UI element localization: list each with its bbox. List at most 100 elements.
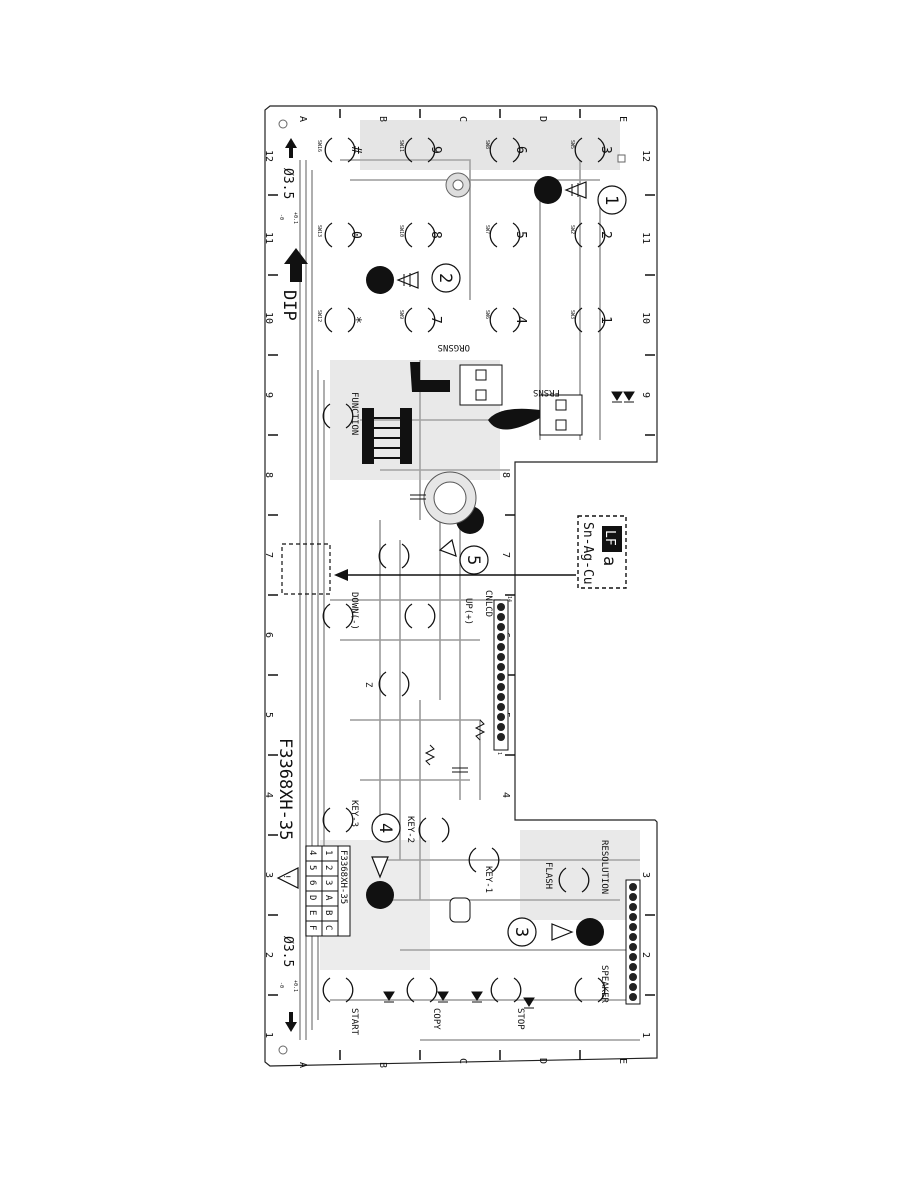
warning-icon: ! <box>276 867 299 889</box>
key-2: 2 SW2 <box>569 222 613 248</box>
svg-text:4: 4 <box>500 792 511 798</box>
svg-text:9: 9 <box>640 392 651 398</box>
stop-label: STOP <box>515 1008 525 1030</box>
svg-text:E: E <box>617 1058 628 1064</box>
svg-text:8: 8 <box>263 472 274 478</box>
svg-text:ORGSNS: ORGSNS <box>437 342 470 352</box>
svg-text:6: 6 <box>513 146 528 154</box>
svg-text:E: E <box>617 116 628 122</box>
svg-text:5: 5 <box>307 865 317 870</box>
svg-text:4: 4 <box>307 850 317 855</box>
key3-switch <box>322 807 354 833</box>
z-label: Z <box>363 682 373 688</box>
grid-numbers-left: 12 11 10 9 8 7 6 5 4 3 2 1 <box>263 150 274 1038</box>
screw-4: 4 <box>366 813 401 909</box>
svg-text:FRSNS: FRSNS <box>533 387 560 397</box>
key-8: 8 SW10 <box>398 222 443 248</box>
key-9: 9 SW11 <box>398 137 443 163</box>
frsns-sensor: FRSNS <box>488 387 583 436</box>
svg-text:11: 11 <box>263 232 274 244</box>
svg-text:3: 3 <box>640 872 651 878</box>
svg-text:A: A <box>297 116 308 122</box>
svg-text:SW9: SW9 <box>398 310 404 319</box>
function-label: FUNCTION <box>349 392 359 435</box>
svg-text:2: 2 <box>598 231 613 239</box>
svg-text:+0.1: +0.1 <box>292 212 298 224</box>
flash-switch <box>558 867 590 893</box>
key-1: 1 SW3 <box>569 307 613 333</box>
svg-text:SW3: SW3 <box>569 310 575 319</box>
svg-text:11: 11 <box>640 232 651 244</box>
svg-text:1: 1 <box>496 752 502 755</box>
svg-text:E: E <box>307 910 317 915</box>
svg-text:SW13: SW13 <box>316 225 322 237</box>
svg-text:!: ! <box>281 874 291 879</box>
svg-text:3: 3 <box>511 927 531 937</box>
mount-boss-inner <box>452 179 464 191</box>
svg-text:5: 5 <box>513 231 528 239</box>
small-components <box>410 494 486 773</box>
svg-text:4: 4 <box>375 823 395 833</box>
screw-5: 5 <box>438 506 489 575</box>
svg-text:3: 3 <box>263 872 274 878</box>
svg-text:1: 1 <box>598 316 613 324</box>
svg-text:1: 1 <box>601 195 621 205</box>
svg-text:Ø3.5: Ø3.5 <box>280 936 295 967</box>
svg-text:D: D <box>307 895 317 900</box>
function-switch <box>322 403 354 429</box>
svg-text:5: 5 <box>263 712 274 718</box>
callout-region <box>281 543 331 595</box>
svg-text:3: 3 <box>323 880 333 885</box>
svg-text:-0: -0 <box>278 982 284 988</box>
dip-arrow: DIP <box>279 248 308 321</box>
svg-text:5: 5 <box>463 555 483 565</box>
key-7: 7 SW9 <box>398 307 443 333</box>
svg-text:14: 14 <box>506 596 512 602</box>
svg-text:A: A <box>297 1062 308 1068</box>
grid-letters-top: A B C D E <box>297 116 628 122</box>
svg-text:F: F <box>307 925 317 930</box>
buzzer-inner <box>433 481 467 515</box>
svg-text:B: B <box>377 1062 388 1068</box>
lead-free-badge: LF a Sn-Ag-Cu <box>577 515 627 589</box>
key3-label: KEY-3 <box>349 800 359 827</box>
screw-1: 1 <box>534 176 627 215</box>
z-switch <box>378 671 410 697</box>
svg-text:2: 2 <box>435 273 455 283</box>
svg-text:C: C <box>457 1058 468 1064</box>
svg-text:8: 8 <box>428 231 443 239</box>
svg-text:F3368XH-35: F3368XH-35 <box>338 850 348 904</box>
svg-text:a: a <box>599 556 619 566</box>
svg-text:DIP: DIP <box>279 290 299 321</box>
svg-text:SW2: SW2 <box>569 225 575 234</box>
grid-ticks <box>268 109 655 1060</box>
svg-text:12: 12 <box>640 150 651 162</box>
svg-text:10: 10 <box>640 312 651 324</box>
svg-text:4: 4 <box>263 792 274 798</box>
svg-text:9: 9 <box>428 146 443 154</box>
board-outline <box>264 105 658 1067</box>
svg-text:7: 7 <box>263 552 274 558</box>
key-4: 4 SW6 <box>484 307 528 333</box>
svg-text:D: D <box>537 116 548 122</box>
part-number: F3368XH-35 <box>275 738 295 840</box>
svg-text:CNLCD: CNLCD <box>483 590 493 617</box>
key-6: 6 SW8 <box>484 137 528 163</box>
svg-text:-0: -0 <box>278 214 284 220</box>
svg-text:A: A <box>323 895 333 901</box>
down-switch <box>322 603 354 629</box>
key-5: 5 SW7 <box>484 222 528 248</box>
screw-3: 3 <box>507 917 604 947</box>
keypad: # SW16 9 SW11 6 SW8 3 SW5 0 SW13 8 SW10 <box>316 137 613 333</box>
svg-text:*: * <box>348 316 363 324</box>
grid-letters-bottom: A B C D E <box>297 1058 628 1068</box>
hole-dim-bottom: Ø3.5 +0.1 -0 <box>278 936 298 1032</box>
speaker-switch <box>574 977 606 1003</box>
svg-text:SW12: SW12 <box>316 310 322 322</box>
svg-text:8: 8 <box>500 472 511 478</box>
key-hash: # SW16 <box>316 137 363 163</box>
key2-label: KEY-2 <box>405 816 415 843</box>
svg-text:SW8: SW8 <box>484 140 490 149</box>
hole-dim-top: Ø3.5 +0.1 -0 <box>278 138 298 224</box>
